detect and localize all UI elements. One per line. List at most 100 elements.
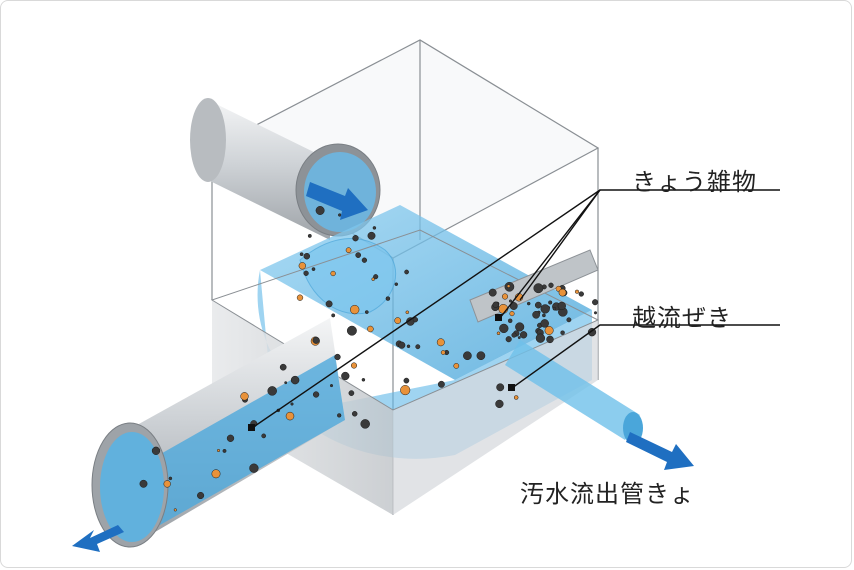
debris-particle bbox=[139, 479, 148, 488]
debris-particle bbox=[404, 269, 409, 275]
debris-particle bbox=[540, 319, 549, 328]
debris-particle bbox=[440, 350, 446, 355]
debris-particle bbox=[385, 296, 391, 301]
debris-particle bbox=[566, 317, 572, 323]
debris-particle bbox=[240, 392, 249, 401]
debris-particle bbox=[151, 446, 161, 455]
debris-particle bbox=[592, 299, 599, 306]
debris-particle bbox=[334, 353, 341, 361]
debris-particle bbox=[508, 299, 513, 303]
debris-particle bbox=[338, 213, 342, 217]
debris-particle bbox=[211, 469, 221, 479]
debris-particle bbox=[348, 390, 355, 396]
debris-particle bbox=[436, 338, 445, 347]
debris-particle bbox=[560, 330, 565, 335]
debris-particle bbox=[544, 326, 554, 335]
debris-particle bbox=[535, 333, 546, 343]
debris-particle bbox=[587, 328, 597, 337]
debris-particle bbox=[437, 380, 445, 388]
debris-particle bbox=[540, 304, 550, 314]
debris-particle bbox=[515, 322, 525, 332]
leader-markers bbox=[248, 314, 515, 431]
debris-particle bbox=[361, 378, 366, 382]
debris-particle bbox=[532, 310, 540, 319]
debris-particle bbox=[400, 385, 411, 396]
debris-particle bbox=[163, 480, 171, 488]
debris-particle bbox=[513, 395, 519, 400]
debris-particle bbox=[505, 336, 512, 343]
debris-particle bbox=[412, 317, 419, 323]
debris-particle bbox=[346, 325, 357, 336]
debris-particle bbox=[249, 463, 259, 473]
outflow-arrow-icon bbox=[72, 525, 124, 552]
debris-particle bbox=[394, 282, 399, 286]
debris-particle bbox=[496, 383, 505, 392]
debris-particle bbox=[509, 311, 515, 317]
debris-particle bbox=[499, 323, 509, 334]
label-outflow-pipe: 汚水流出管きょ bbox=[520, 480, 695, 508]
debris-particle bbox=[216, 448, 221, 453]
debris-particle bbox=[557, 301, 566, 311]
debris-particle bbox=[279, 363, 287, 371]
debris-particle bbox=[403, 377, 410, 384]
debris-particle bbox=[552, 306, 557, 311]
debris-particle bbox=[290, 402, 294, 406]
debris-particle bbox=[578, 291, 584, 297]
debris-particle bbox=[299, 252, 304, 257]
debris-particle bbox=[330, 270, 336, 277]
debris-particle bbox=[312, 391, 320, 398]
debris-particle bbox=[534, 301, 542, 309]
debris-particle bbox=[558, 288, 567, 297]
debris-particle bbox=[296, 294, 304, 301]
debris-particle bbox=[355, 252, 362, 258]
overflow-arrow-icon bbox=[626, 432, 694, 470]
debris-particle bbox=[267, 386, 277, 396]
debris-particle bbox=[533, 283, 544, 294]
debris-particle bbox=[364, 310, 369, 314]
debris-particle bbox=[394, 317, 402, 324]
inflow-arrow-icon bbox=[306, 182, 368, 220]
debris-particle bbox=[517, 336, 521, 340]
debris-particle bbox=[367, 325, 374, 333]
debris-particle bbox=[501, 293, 509, 300]
debris-particle bbox=[506, 284, 511, 288]
debris-particle bbox=[350, 304, 360, 315]
debris-particle bbox=[312, 336, 320, 344]
leader-lines bbox=[251, 189, 780, 429]
debris-particle bbox=[507, 318, 513, 324]
debris-particle bbox=[298, 262, 306, 270]
debris-particle bbox=[492, 301, 499, 308]
debris-particle bbox=[548, 300, 553, 305]
debris-particle bbox=[290, 375, 300, 385]
debris-particle bbox=[548, 282, 554, 288]
debris-particle bbox=[315, 206, 325, 215]
debris-particle bbox=[311, 267, 316, 271]
debris-particle bbox=[325, 300, 333, 308]
debris-particle bbox=[542, 313, 546, 318]
debris-particle bbox=[329, 384, 334, 388]
debris-particle bbox=[361, 257, 368, 263]
debris-particle bbox=[226, 434, 235, 442]
debris-particle bbox=[463, 351, 472, 361]
label-weir: 越流ぜき bbox=[632, 304, 732, 332]
debris-particle bbox=[360, 419, 370, 429]
debris-particle bbox=[284, 381, 288, 385]
debris-particle bbox=[303, 252, 311, 260]
debris-particle bbox=[496, 331, 501, 336]
debris-particle bbox=[351, 411, 358, 417]
debris-particle bbox=[415, 344, 421, 350]
debris-particle bbox=[345, 247, 352, 254]
debris-particle bbox=[453, 363, 460, 369]
debris-particle bbox=[168, 476, 173, 481]
debris-particle bbox=[341, 371, 350, 381]
debris-particle bbox=[303, 270, 309, 276]
debris-particle bbox=[337, 413, 342, 418]
debris-particle bbox=[488, 288, 497, 297]
debris-particle bbox=[476, 351, 486, 361]
debris-particle bbox=[405, 310, 410, 315]
debris-particle bbox=[350, 362, 358, 369]
debris-particle bbox=[173, 508, 177, 512]
debris-particle bbox=[222, 448, 227, 453]
debris-particle bbox=[593, 311, 598, 315]
